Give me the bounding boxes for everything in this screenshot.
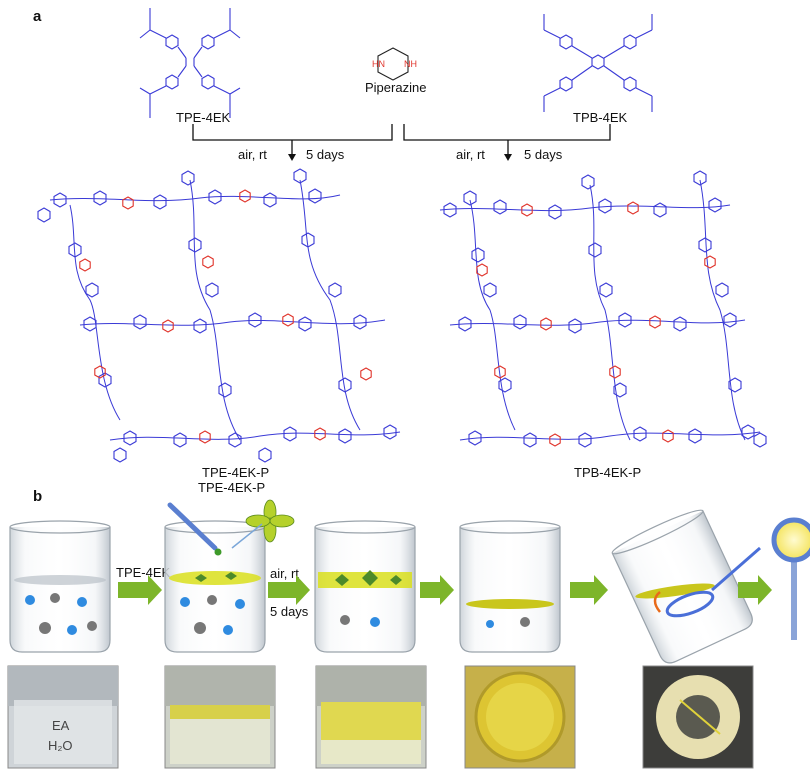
beaker-2 bbox=[164, 499, 295, 653]
film-in-beaker-5 bbox=[635, 583, 715, 599]
photo-2 bbox=[164, 665, 276, 769]
step2-bottom-label: 5 days bbox=[270, 604, 309, 619]
product-right-name: TPB-4EK-P bbox=[574, 465, 642, 480]
network-tpe-4ek-p bbox=[37, 168, 401, 463]
photo-4 bbox=[464, 665, 576, 769]
cond-right: air, rt bbox=[456, 147, 485, 162]
arrow-head-left bbox=[288, 154, 296, 161]
piperazine-structure: HN NH bbox=[372, 47, 417, 81]
panel-b-label: b bbox=[33, 488, 43, 505]
monomer-left-name: TPE-4EK bbox=[176, 110, 231, 125]
reaction-brackets bbox=[192, 124, 611, 156]
svg-text:HN: HN bbox=[372, 59, 385, 69]
photo-1 bbox=[7, 665, 119, 769]
beaker-4 bbox=[459, 520, 561, 653]
network-tpb-4ek-p bbox=[439, 170, 767, 448]
cond-left-time: 5 days bbox=[306, 147, 345, 162]
cond-left: air, rt bbox=[238, 147, 267, 162]
step1-label: TPE-4EK bbox=[116, 565, 171, 580]
beaker-3 bbox=[314, 520, 416, 653]
orange-arrow bbox=[653, 591, 661, 613]
panel-a-label: a bbox=[33, 8, 42, 25]
monomer-tpe-4ek bbox=[139, 8, 241, 118]
cond-right-time: 5 days bbox=[524, 147, 563, 162]
arrow-head-right bbox=[504, 154, 512, 161]
photo-label-ea: EA bbox=[52, 718, 70, 733]
linker-name: Piperazine bbox=[365, 80, 427, 95]
monomer-tpb-4ek bbox=[543, 14, 653, 112]
monomer-right-name: TPB-4EK bbox=[573, 110, 628, 125]
photo-5 bbox=[642, 665, 754, 769]
photo-label-h2o: H₂O bbox=[48, 738, 73, 753]
scoop-loop bbox=[665, 546, 761, 618]
svg-text:NH: NH bbox=[404, 59, 417, 69]
photo-3 bbox=[315, 665, 427, 769]
film-label: TPE-4EK-P bbox=[198, 480, 266, 495]
step2-top-label: air, rt bbox=[270, 566, 299, 581]
film-holder-icon bbox=[771, 517, 810, 640]
green-arrows bbox=[118, 575, 772, 605]
beaker-1 bbox=[9, 520, 111, 653]
product-left-name: TPE-4EK-P bbox=[202, 465, 270, 480]
